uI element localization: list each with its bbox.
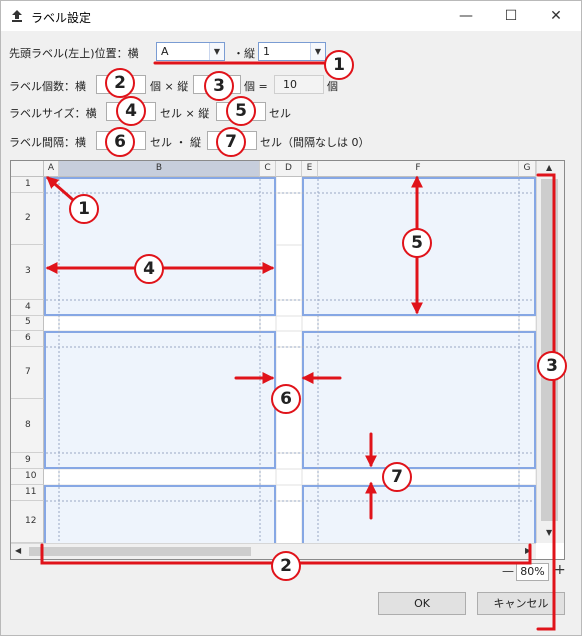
row-header[interactable]: 5 <box>11 316 44 331</box>
column-header[interactable]: G <box>519 161 536 177</box>
callout-gap-x: 6 <box>105 127 135 157</box>
close-button[interactable]: ✕ <box>550 8 562 24</box>
vertical-label: 縦 <box>244 47 255 60</box>
label-area <box>44 331 276 469</box>
start-row-select[interactable]: 1 ▼ <box>258 42 326 61</box>
callout-gap-y: 7 <box>216 127 246 157</box>
callout-grid-start: 1 <box>69 194 99 224</box>
callout-count-x: 2 <box>105 68 135 98</box>
row-header[interactable]: 7 <box>11 347 44 399</box>
gap-x-unit: セル ・ 縦 <box>150 136 201 149</box>
ok-button[interactable]: OK <box>378 592 466 615</box>
zoom-out-button[interactable]: — <box>502 564 514 578</box>
window-title: ラベル設定 <box>31 11 92 25</box>
row-header[interactable]: 10 <box>11 469 44 485</box>
column-header[interactable]: B <box>59 161 260 177</box>
callout-grid-hgap: 6 <box>271 384 301 414</box>
print-area-guides <box>46 179 534 543</box>
column-header[interactable]: C <box>260 161 276 177</box>
title-bar: ラベル設定 — ☐ ✕ <box>1 1 581 31</box>
callout-size-y: 5 <box>226 96 256 126</box>
cancel-button[interactable]: キャンセル <box>477 592 565 615</box>
chevron-down-icon[interactable]: ▼ <box>310 43 325 60</box>
row-header[interactable]: 1 <box>11 177 44 193</box>
scroll-left-icon[interactable]: ◀ <box>15 546 22 555</box>
row-header[interactable]: 2 <box>11 193 44 245</box>
row-header[interactable]: 8 <box>11 399 44 453</box>
scroll-down-icon[interactable]: ▼ <box>546 528 553 537</box>
minimize-button[interactable]: — <box>459 8 473 24</box>
callout-size-x: 4 <box>116 96 146 126</box>
column-header[interactable]: D <box>276 161 302 177</box>
label-area <box>302 331 536 469</box>
scroll-up-icon[interactable]: ▲ <box>546 163 553 172</box>
size-y-unit: セル <box>269 107 291 120</box>
maximize-button[interactable]: ☐ <box>504 8 518 24</box>
chevron-down-icon[interactable]: ▼ <box>209 43 224 60</box>
callout-grid-vgap: 7 <box>382 462 412 492</box>
count-x-unit: 個 × 縦 <box>150 80 189 93</box>
callout-grid-columns: 2 <box>271 551 301 581</box>
start-position-label: 先頭ラベル(左上)位置：横 <box>9 47 139 60</box>
row-header[interactable]: 11 <box>11 485 44 501</box>
label-area <box>302 485 536 545</box>
count-total-unit: 個 <box>327 80 338 93</box>
callout-start-position: 1 <box>324 50 354 80</box>
row-header[interactable]: 12 <box>11 501 44 543</box>
zoom-in-button[interactable]: + <box>554 562 566 578</box>
label-count-label: ラベル個数：横 <box>9 80 86 93</box>
separator-dot: ・ <box>233 47 244 60</box>
gap-y-unit: セル（間隔なしは 0） <box>260 136 370 149</box>
count-total-field: 10 <box>274 75 324 94</box>
label-size-label: ラベルサイズ：横 <box>9 107 97 120</box>
upload-icon <box>12 10 22 22</box>
label-gap-label: ラベル間隔：横 <box>9 136 86 149</box>
select-all-corner[interactable] <box>11 161 44 177</box>
label-area <box>44 485 276 545</box>
count-total-value: 10 <box>283 78 297 91</box>
callout-grid-height: 5 <box>402 228 432 258</box>
start-column-select[interactable]: A ▼ <box>156 42 225 61</box>
count-y-unit: 個 = <box>244 80 268 93</box>
horizontal-scroll-thumb[interactable] <box>29 547 251 556</box>
vertical-scroll-thumb[interactable] <box>541 179 558 521</box>
row-header[interactable]: 9 <box>11 453 44 469</box>
callout-grid-rows: 3 <box>537 351 567 381</box>
callout-count-y: 3 <box>204 71 234 101</box>
column-header[interactable]: E <box>302 161 318 177</box>
scroll-right-icon[interactable]: ▶ <box>525 546 532 555</box>
row-header[interactable]: 3 <box>11 245 44 300</box>
zoom-level: 80% <box>516 563 549 581</box>
callout-grid-width: 4 <box>134 254 164 284</box>
row-header[interactable]: 4 <box>11 300 44 316</box>
row-header[interactable]: 6 <box>11 331 44 347</box>
start-column-value: A <box>161 45 169 58</box>
size-x-unit: セル × 縦 <box>160 107 210 120</box>
start-row-value: 1 <box>263 45 270 58</box>
